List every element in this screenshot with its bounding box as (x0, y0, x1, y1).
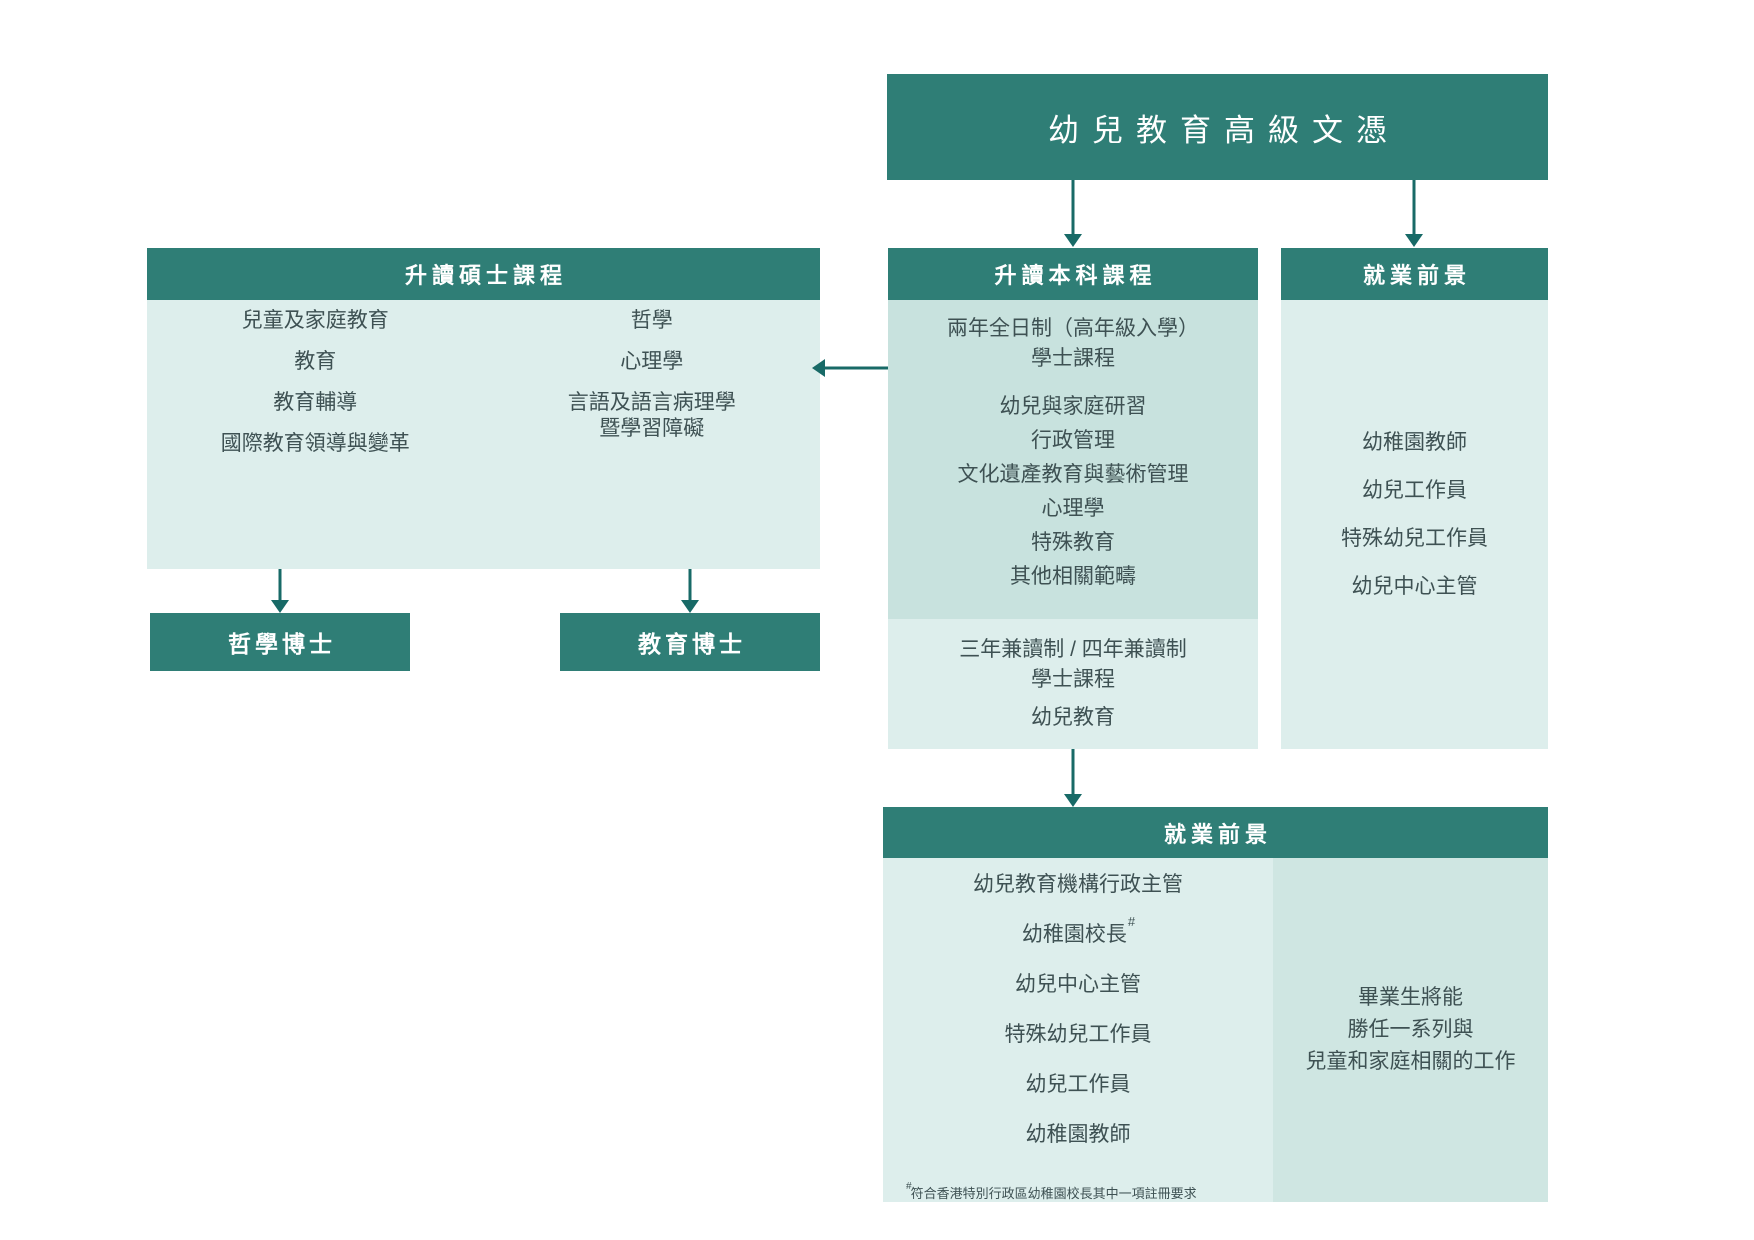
masters-panel-header: 升讀碩士課程 (147, 248, 820, 300)
masters-panel-body: 兒童及家庭教育 教育 教育輔導 國際教育領導與變革 哲學 心理學 言語及語言病理… (147, 300, 820, 569)
career-panel-title: 就業前景 (1362, 263, 1471, 288)
masters-item: 國際教育領導與變革 (220, 432, 410, 455)
career-panel: 就業前景 幼稚園教師 幼兒工作員 特殊幼兒工作員 幼兒中心主管 (1281, 248, 1548, 749)
masters-item: 哲學 (630, 309, 673, 332)
masters-column-2: 哲學 心理學 言語及語言病理學 暨學習障礙 (484, 300, 821, 569)
arrow-head-icon (1064, 234, 1082, 247)
parttime-item: 幼兒教育 (1031, 706, 1115, 729)
masters-item: 心理學 (620, 350, 684, 373)
masters-item-multiline: 言語及語言病理學 暨學習障礙 (568, 390, 736, 442)
arrow-stem (1071, 749, 1075, 795)
graduate-role: 幼稚園校長# (1021, 915, 1135, 948)
diploma-box: 幼兒教育高級文憑 (887, 74, 1548, 180)
arrow-head-icon (681, 600, 699, 613)
graduate-role: 特殊幼兒工作員 (1004, 1023, 1152, 1046)
graduate-role: 幼稚園教師 (1025, 1123, 1131, 1146)
undergrad-fulltime-section: 兩年全日制（高年級入學） 學士課程 幼兒與家庭研習 行政管理 文化遺產教育與藝術… (888, 300, 1258, 619)
registration-footnote-text: 符合香港特別行政區幼稚園校長其中一項註冊要求 (910, 1186, 1197, 1201)
fulltime-item: 心理學 (1041, 497, 1105, 520)
graduate-career-header: 就業前景 (883, 807, 1548, 858)
arrow-stem (1412, 180, 1416, 235)
career-panel-body: 幼稚園教師 幼兒工作員 特殊幼兒工作員 幼兒中心主管 (1281, 300, 1548, 749)
masters-column-1: 兒童及家庭教育 教育 教育輔導 國際教育領導與變革 (147, 300, 484, 569)
masters-item-line: 暨學習障礙 (599, 417, 705, 440)
arrow-stem (278, 569, 282, 601)
career-item: 幼兒中心主管 (1351, 574, 1478, 598)
fulltime-items: 幼兒與家庭研習 行政管理 文化遺產教育與藝術管理 心理學 特殊教育 其他相關範疇 (958, 394, 1189, 590)
footnote-marker: # (906, 1180, 912, 1192)
registration-footnote: #符合香港特別行政區幼稚園校長其中一項註冊要求 (883, 1181, 1197, 1202)
phd-label: 哲學博士 (228, 631, 336, 657)
masters-item: 教育輔導 (273, 391, 358, 414)
graduate-summary-column: 畢業生將能 勝任一系列與 兒童和家庭相關的工作 (1273, 858, 1548, 1202)
undergrad-panel-header: 升讀本科課程 (888, 248, 1258, 300)
fulltime-item: 行政管理 (1031, 429, 1115, 452)
masters-item: 教育 (294, 350, 337, 373)
summary-line: 勝任一系列與 (1347, 1018, 1474, 1041)
edd-box: 教育博士 (560, 613, 820, 671)
arrow-stem (688, 569, 692, 601)
career-item: 幼兒工作員 (1362, 478, 1467, 502)
arrow-head-icon (812, 359, 825, 377)
arrow-diploma-to-undergrad (1064, 180, 1082, 247)
career-item: 特殊幼兒工作員 (1341, 526, 1488, 550)
arrow-stem (824, 366, 888, 370)
undergrad-panel: 升讀本科課程 兩年全日制（高年級入學） 學士課程 幼兒與家庭研習 行政管理 文化… (888, 248, 1258, 749)
masters-item-line: 言語及語言病理學 (567, 391, 736, 414)
diploma-title: 幼兒教育高級文憑 (1048, 112, 1400, 148)
fulltime-item: 特殊教育 (1031, 531, 1115, 554)
edd-label: 教育博士 (638, 631, 746, 657)
arrow-diploma-to-career (1405, 180, 1423, 247)
summary-line: 兒童和家庭相關的工作 (1305, 1050, 1516, 1073)
arrow-head-icon (271, 600, 289, 613)
fulltime-intro-line: 兩年全日制（高年級入學） (947, 317, 1199, 340)
graduate-career-title: 就業前景 (1163, 821, 1272, 847)
arrow-head-icon (1405, 234, 1423, 247)
graduate-career-panel: 就業前景 幼兒教育機構行政主管 幼稚園校長# 幼兒中心主管 特殊幼兒工作員 幼兒… (883, 807, 1548, 1202)
career-panel-header: 就業前景 (1281, 248, 1548, 300)
arrow-head-icon (1064, 794, 1082, 807)
phd-box: 哲學博士 (150, 613, 410, 671)
graduate-career-body: 幼兒教育機構行政主管 幼稚園校長# 幼兒中心主管 特殊幼兒工作員 幼兒工作員 幼… (883, 858, 1548, 1202)
graduate-role: 幼兒教育機構行政主管 (973, 873, 1183, 896)
footnote-marker: # (1127, 914, 1136, 929)
fulltime-item: 幼兒與家庭研習 (999, 395, 1147, 418)
fulltime-intro-line: 學士課程 (1031, 347, 1115, 370)
summary-line: 畢業生將能 (1358, 986, 1463, 1009)
arrow-stem (1071, 180, 1075, 235)
graduate-role: 幼兒中心主管 (1015, 973, 1141, 996)
arrow-undergrad-to-graduate-career (1064, 749, 1082, 807)
undergrad-parttime-section: 三年兼讀制 / 四年兼讀制 學士課程 幼兒教育 (888, 619, 1258, 749)
arrow-undergrad-to-masters (812, 359, 888, 377)
masters-item: 兒童及家庭教育 (241, 309, 389, 332)
fulltime-item: 其他相關範疇 (1010, 565, 1136, 588)
graduate-role-label: 幼稚園校長 (1021, 923, 1127, 946)
parttime-intro-line: 學士課程 (1031, 668, 1115, 691)
career-item: 幼稚園教師 (1362, 430, 1467, 454)
fulltime-item: 文化遺產教育與藝術管理 (957, 463, 1189, 486)
parttime-intro-line: 三年兼讀制 / 四年兼讀制 (959, 638, 1187, 661)
undergrad-panel-title: 升讀本科課程 (994, 263, 1157, 288)
arrow-masters-to-phd (271, 569, 289, 613)
masters-panel-title: 升讀碩士課程 (404, 263, 567, 288)
graduate-roles-column: 幼兒教育機構行政主管 幼稚園校長# 幼兒中心主管 特殊幼兒工作員 幼兒工作員 幼… (883, 858, 1273, 1202)
arrow-masters-to-edd (681, 569, 699, 613)
graduate-role: 幼兒工作員 (1025, 1073, 1131, 1096)
masters-panel: 升讀碩士課程 兒童及家庭教育 教育 教育輔導 國際教育領導與變革 哲學 心理學 … (147, 248, 820, 569)
